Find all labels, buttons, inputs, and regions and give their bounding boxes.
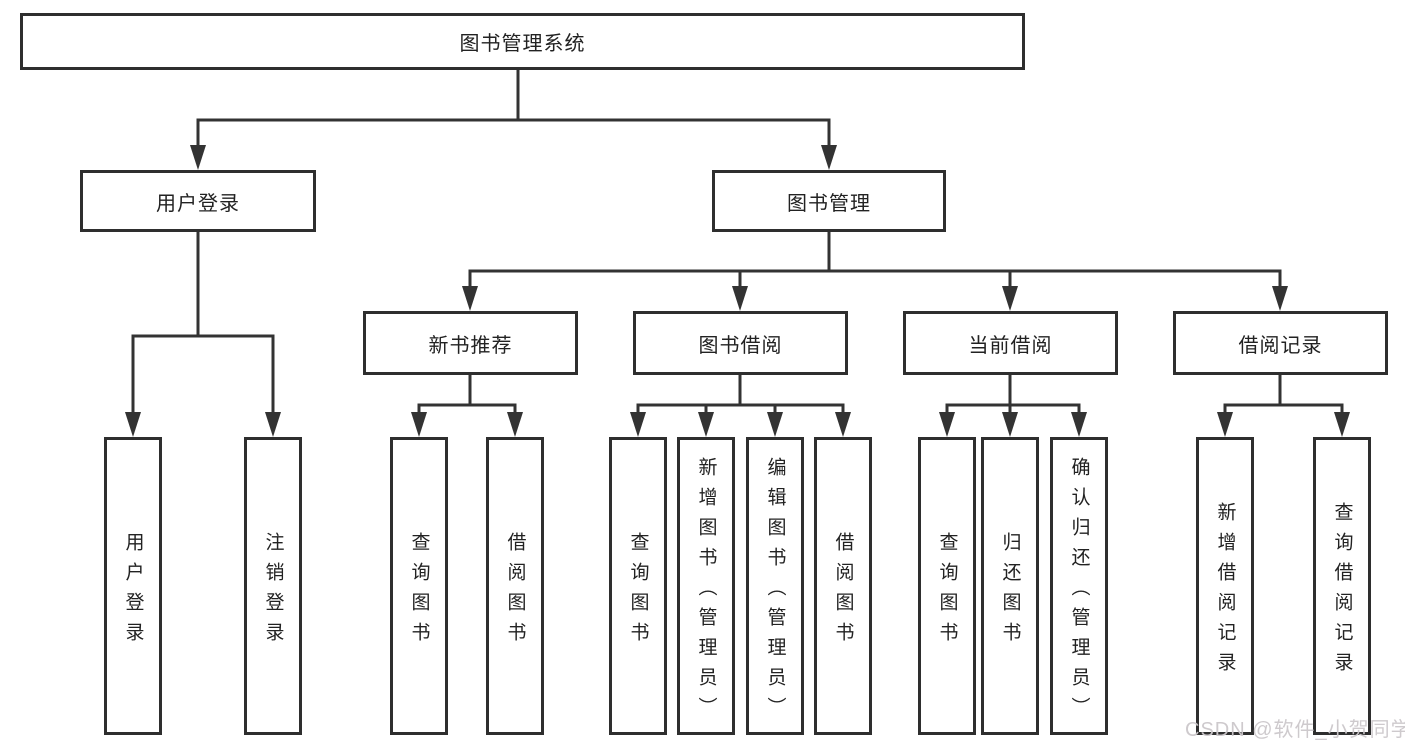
leaf-query-books-1: 查询图书 [390,437,448,735]
watermark-text: CSDN @软件_小贺同学 [1185,719,1405,741]
node-current-borrow: 当前借阅 [903,311,1118,375]
connector-root-to-level2 [190,70,837,170]
node-current-borrow-label: 当前借阅 [968,334,1053,357]
connector-user-login-group [125,232,281,437]
leaf-query-books-2: 查询图书 [609,437,667,735]
leaf-borrow-books-2: 借阅图书 [814,437,872,735]
leaf-query-books-1-label: 查询图书 [408,531,430,652]
node-book-borrow-label: 图书借阅 [698,334,783,357]
leaf-add-book-admin: 新增图书（管理员） [677,437,735,735]
leaf-user-login: 用户登录 [104,437,162,735]
leaf-confirm-return-admin: 确认归还（管理员） [1050,437,1108,735]
node-root-label: 图书管理系统 [459,33,586,55]
connector-current-borrow-group [939,375,1087,437]
node-book-management: 图书管理 [712,170,946,232]
leaf-add-book-admin-label: 新增图书（管理员） [695,456,717,727]
leaf-add-borrow-record-label: 新增借阅记录 [1214,501,1236,682]
node-new-book-recommend: 新书推荐 [363,311,578,375]
leaf-user-login-label: 用户登录 [122,531,144,652]
node-book-borrow: 图书借阅 [633,311,848,375]
node-user-login-label: 用户登录 [156,192,240,215]
leaf-edit-book-admin: 编辑图书（管理员） [746,437,804,735]
node-borrow-records: 借阅记录 [1173,311,1388,375]
connector-borrow-record-group [1217,375,1350,437]
leaf-borrow-books-2-label: 借阅图书 [832,531,854,652]
leaf-confirm-return-admin-label: 确认归还（管理员） [1068,456,1090,727]
leaf-borrow-books-1: 借阅图书 [486,437,544,735]
leaf-query-books-3-label: 查询图书 [936,531,958,652]
node-user-login: 用户登录 [80,170,316,232]
node-borrow-records-label: 借阅记录 [1238,334,1323,357]
node-book-management-label: 图书管理 [787,192,871,215]
connector-new-book-group [411,375,523,437]
leaf-query-books-2-label: 查询图书 [627,531,649,652]
leaf-return-book: 归还图书 [981,437,1039,735]
leaf-edit-book-admin-label: 编辑图书（管理员） [764,456,786,727]
node-root: 图书管理系统 [20,13,1025,70]
leaf-borrow-books-1-label: 借阅图书 [504,531,526,652]
leaf-logout: 注销登录 [244,437,302,735]
leaf-logout-label: 注销登录 [262,531,284,652]
leaf-add-borrow-record: 新增借阅记录 [1196,437,1254,735]
leaf-query-borrow-record-label: 查询借阅记录 [1331,501,1353,682]
leaf-query-books-3: 查询图书 [918,437,976,735]
connector-book-borrow-group [630,375,851,437]
node-new-book-recommend-label: 新书推荐 [428,334,513,357]
leaf-return-book-label: 归还图书 [999,531,1021,652]
connector-book-mgmt-to-level3 [462,232,1288,311]
leaf-query-borrow-record: 查询借阅记录 [1313,437,1371,735]
